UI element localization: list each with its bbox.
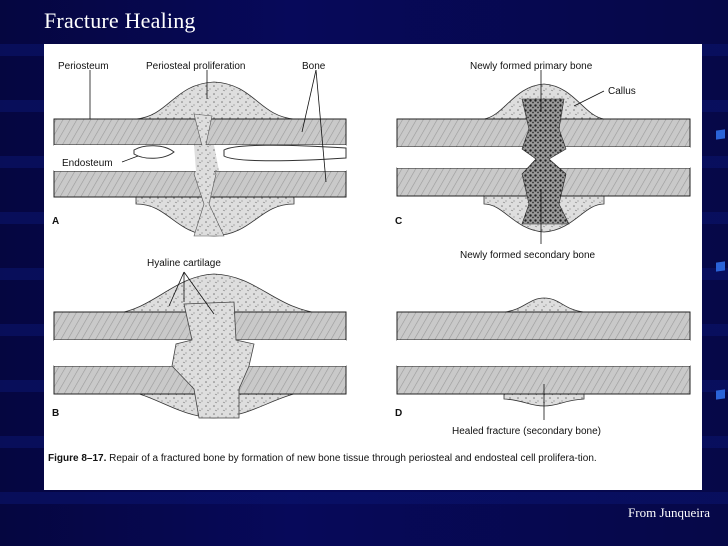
panel-letter-a: A <box>52 216 59 227</box>
decorative-bullet <box>716 129 725 139</box>
label-callus: Callus <box>608 86 636 97</box>
label-newly-formed-primary-bone: Newly formed primary bone <box>470 61 593 72</box>
fracture-healing-diagram: Periosteum Periosteal proliferation Bone… <box>44 44 702 490</box>
source-credit: From Junqueira <box>628 505 710 521</box>
endosteum-gap-right <box>224 145 346 161</box>
lower-bone-cortex-d <box>397 366 690 394</box>
panel-c: Newly formed primary bone Callus Newly f… <box>395 61 690 261</box>
label-periosteal-proliferation: Periosteal proliferation <box>146 61 246 72</box>
label-newly-formed-secondary-bone: Newly formed secondary bone <box>460 250 596 261</box>
decorative-bullet <box>716 389 725 399</box>
label-bone: Bone <box>302 61 326 72</box>
caption-text: Repair of a fractured bone by formation … <box>109 453 597 464</box>
figure-panel: Periosteum Periosteal proliferation Bone… <box>44 44 702 490</box>
decorative-bullet <box>716 261 725 271</box>
marrow-cavity-d <box>397 340 690 366</box>
label-endosteum: Endosteum <box>62 158 113 169</box>
panel-letter-b: B <box>52 408 59 419</box>
label-periosteum: Periosteum <box>58 61 109 72</box>
upper-bone-cortex-d <box>397 312 690 340</box>
label-hyaline-cartilage: Hyaline cartilage <box>147 258 221 269</box>
panel-d: Healed fracture (secondary bone) D <box>395 298 690 437</box>
panel-b: Hyaline cartilage B <box>52 258 346 419</box>
label-healed-fracture: Healed fracture (secondary bone) <box>452 426 601 437</box>
figure-caption: Figure 8–17. Repair of a fractured bone … <box>48 452 698 465</box>
panel-letter-d: D <box>395 408 402 419</box>
caption-label: Figure 8–17. <box>48 453 106 464</box>
panel-letter-c: C <box>395 216 402 227</box>
panel-a: Periosteum Periosteal proliferation Bone… <box>52 61 346 236</box>
slide-title: Fracture Healing <box>44 8 196 34</box>
